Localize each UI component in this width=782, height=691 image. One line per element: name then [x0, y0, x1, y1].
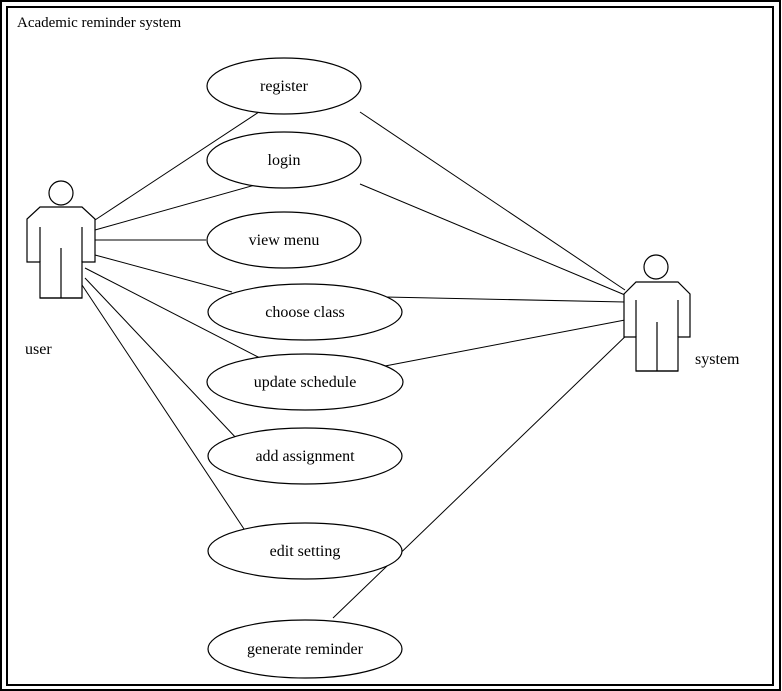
assoc-system-generate-reminder [332, 329, 633, 619]
assoc-user-choose-class [94, 254, 233, 293]
use-case-login[interactable]: login [206, 131, 362, 189]
use-case-label: register [260, 78, 309, 95]
use-case-update-schedule[interactable]: update schedule [206, 353, 404, 411]
assoc-user-register [94, 109, 263, 221]
use-case-edit-setting[interactable]: edit setting [207, 522, 403, 580]
use-case-label: add assignment [255, 448, 355, 465]
use-case-label: update schedule [254, 374, 357, 391]
use-case-label: edit setting [270, 543, 341, 560]
actor-system-label: system [695, 351, 740, 368]
actor-head-icon [643, 254, 669, 280]
use-case-generate-reminder[interactable]: generate reminder [207, 619, 403, 679]
assoc-system-choose-class [384, 296, 626, 303]
system-associations [332, 111, 633, 619]
actor-user-label: user [25, 341, 52, 358]
actor-head-icon [48, 180, 74, 206]
use-case-label: generate reminder [247, 641, 364, 658]
assoc-user-edit-setting [81, 284, 247, 533]
use-case-add-assignment[interactable]: add assignment [207, 427, 403, 485]
assoc-system-update-schedule [384, 319, 626, 367]
assoc-system-register [359, 111, 626, 291]
system-title: Academic reminder system [17, 15, 181, 31]
use-case-view-menu[interactable]: view menu [206, 211, 362, 269]
actor-user[interactable]: user [25, 180, 96, 358]
assoc-user-login [94, 182, 263, 231]
use-case-label: login [268, 152, 301, 169]
use-case-label: choose class [265, 304, 345, 321]
actor-system[interactable]: system [623, 254, 740, 372]
assoc-system-login [359, 183, 626, 296]
use-case-choose-class[interactable]: choose class [207, 283, 403, 341]
use-case-label: view menu [249, 232, 320, 249]
assoc-user-update-schedule [84, 267, 261, 359]
user-associations [81, 109, 263, 533]
use-case-register[interactable]: register [206, 57, 362, 115]
assoc-user-add-assignment [84, 277, 239, 441]
